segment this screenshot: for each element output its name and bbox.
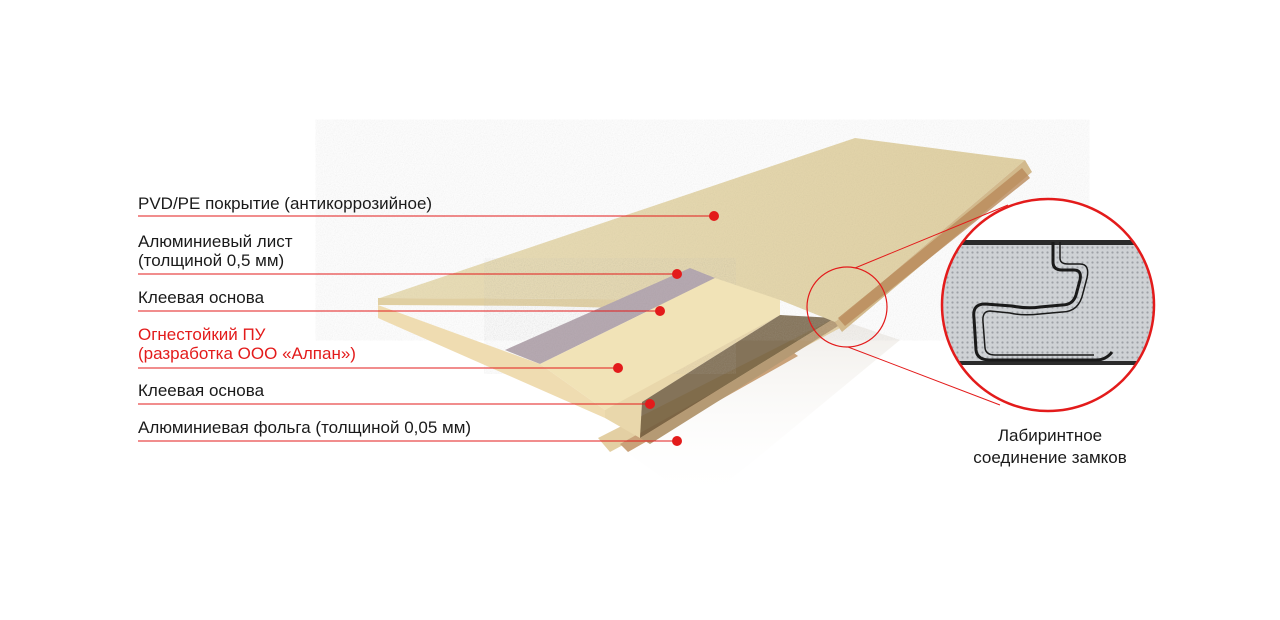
marker-adhesive-top	[655, 306, 665, 316]
marker-sheet	[672, 269, 682, 279]
zoom-connector-top	[854, 204, 1009, 269]
marker-pu	[613, 363, 623, 373]
panel-channel-shade	[640, 315, 835, 438]
panel-right-edge-stripe	[838, 168, 1030, 326]
label-adhesive-bottom: Клеевая основа	[138, 381, 265, 400]
label-coating: PVD/PE покрытие (антикоррозийное)	[138, 194, 433, 213]
panel-channel-floor	[640, 318, 838, 444]
lock-profile	[972, 242, 1114, 362]
label-pu-line2: (разработка ООО «Алпан»)	[138, 344, 356, 363]
panel-top-surface	[380, 138, 1025, 322]
leader-lines	[138, 215, 714, 442]
marker-foil	[672, 436, 682, 446]
marker-coating	[709, 211, 719, 221]
label-pu-line1: Огнестойкий ПУ	[138, 325, 266, 344]
lock-profile-inner	[982, 242, 1094, 356]
lock-zoom	[940, 197, 1156, 413]
joint-focus-circle	[806, 266, 888, 348]
markers	[613, 211, 719, 446]
label-lock-line2: соединение замков	[973, 448, 1127, 467]
panel-shadow	[610, 318, 900, 505]
marker-adhesive-bottom	[645, 399, 655, 409]
section-foam-core	[540, 278, 780, 410]
zoom-connector-bottom	[847, 346, 1001, 406]
section-foam-front	[378, 305, 605, 418]
label-sheet-line1: Алюминиевый лист	[138, 232, 293, 251]
label-foil: Алюминиевая фольга (толщиной 0,05 мм)	[138, 418, 472, 437]
label-lock-line1: Лабиринтное	[997, 426, 1103, 445]
label-sheet-line2: (толщиной 0,5 мм)	[138, 251, 285, 270]
section-mineral-strip	[505, 268, 715, 364]
label-adhesive-top: Клеевая основа	[138, 288, 265, 307]
